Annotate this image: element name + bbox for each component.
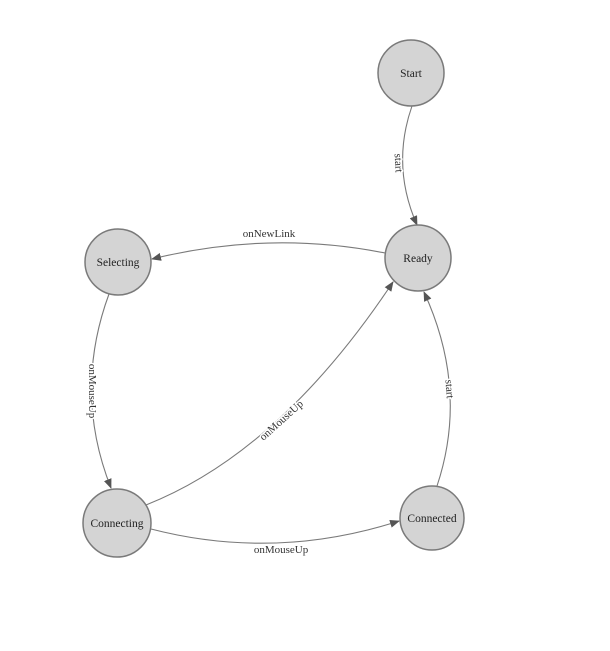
state-circle — [82, 488, 152, 558]
edge-path — [151, 242, 386, 261]
state-label: Ready — [403, 253, 433, 265]
edge-label: onNewLink — [243, 228, 296, 240]
edge-start-to-ready[interactable]: start — [390, 105, 418, 226]
state-circle — [377, 39, 445, 107]
state-label: Selecting — [97, 257, 140, 269]
edge-label: start — [392, 153, 405, 173]
state-label: Connecting — [90, 518, 143, 530]
edge-label: onMouseUp — [254, 544, 309, 556]
edge-path — [145, 281, 394, 506]
edge-connecting-to-connected[interactable]: onMouseUp — [150, 519, 400, 557]
edge-connecting-to-ready[interactable]: onMouseUp — [145, 281, 394, 506]
edge-label: onMouseUp — [86, 364, 98, 419]
state-label: Connected — [407, 513, 456, 525]
node-connected[interactable]: Connected — [399, 485, 465, 551]
node-start[interactable]: Start — [377, 39, 445, 107]
edge-path — [423, 291, 451, 487]
edge-label: start — [443, 379, 456, 399]
state-circle — [84, 228, 152, 296]
edge-ready-to-selecting[interactable]: onNewLink — [151, 226, 386, 261]
edge-path — [402, 105, 418, 226]
state-circle — [384, 224, 452, 292]
edge-path — [90, 293, 112, 489]
node-connecting[interactable]: Connecting — [82, 488, 152, 558]
edge-selecting-to-connecting[interactable]: onMouseUp — [85, 293, 112, 489]
node-ready[interactable]: Ready — [384, 224, 452, 292]
nodes-layer: Start Ready Selecting Connecting Connect… — [82, 39, 465, 558]
state-label: Start — [400, 68, 423, 80]
edge-label: onMouseUp — [257, 398, 306, 444]
node-selecting[interactable]: Selecting — [84, 228, 152, 296]
edge-path — [150, 519, 400, 544]
edge-connected-to-ready[interactable]: start — [423, 291, 457, 487]
edges-layer: start onNewLink onMouseUp onMouseUp onMo… — [85, 105, 457, 557]
state-circle — [399, 485, 465, 551]
